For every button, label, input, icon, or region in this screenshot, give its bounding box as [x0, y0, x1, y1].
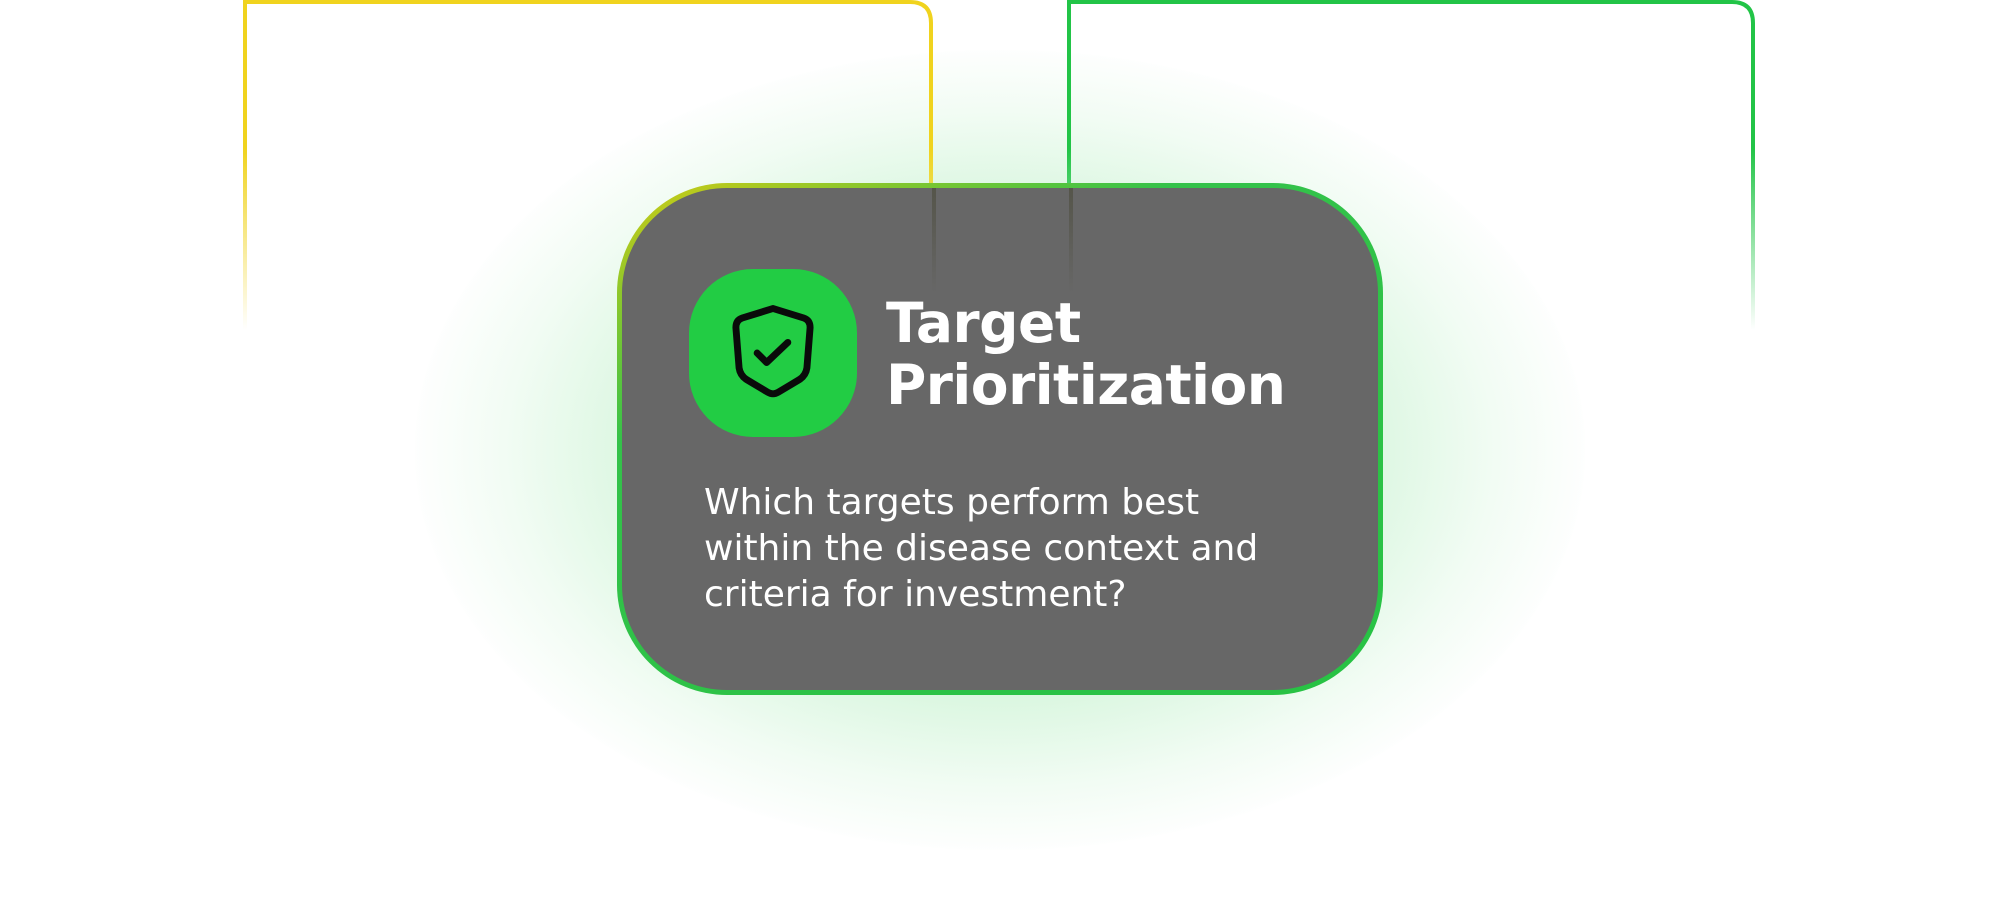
card-title-line-1: Target: [886, 291, 1081, 355]
shield-check-icon: [732, 305, 814, 398]
right-connector-overlay: [1069, 188, 1073, 293]
icon-tile: [689, 269, 857, 437]
left-connector-overlay: [932, 188, 936, 293]
card-body: Target Prioritization Which targets perf…: [622, 188, 1378, 690]
card-description: Which targets perform best within the di…: [704, 482, 1259, 615]
card-title: Target Prioritization: [886, 291, 1286, 417]
card-title-line-2: Prioritization: [886, 353, 1286, 417]
target-prioritization-card: Target Prioritization Which targets perf…: [617, 183, 1383, 695]
right-connector-line: [1067, 0, 1755, 330]
left-connector-line: [243, 0, 933, 330]
